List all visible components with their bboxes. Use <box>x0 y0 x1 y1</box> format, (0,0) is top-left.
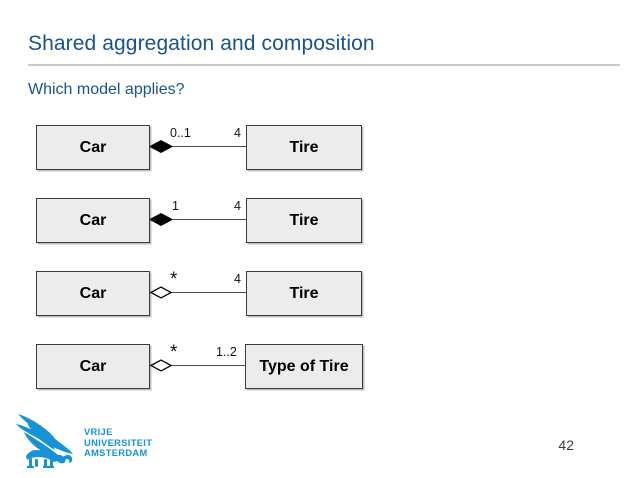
association-line <box>150 365 245 367</box>
vu-logo: VRIJE UNIVERSITEIT AMSTERDAM <box>14 410 164 472</box>
association-line <box>150 292 246 294</box>
title-divider <box>28 64 620 66</box>
class-name: Type of Tire <box>259 357 349 375</box>
source-multiplicity: * <box>170 269 178 290</box>
vu-logo-text: VRIJE UNIVERSITEIT AMSTERDAM <box>84 427 152 459</box>
uml-relationship-row: Car 0..1 4 Tire <box>0 125 638 185</box>
class-box-car[interactable]: Car <box>36 125 150 170</box>
association-line <box>150 219 246 221</box>
source-multiplicity: * <box>170 342 178 363</box>
class-name: Tire <box>289 138 319 156</box>
target-multiplicity: 1..2 <box>216 345 237 359</box>
vu-logo-line-2: UNIVERSITEIT <box>84 437 153 448</box>
vu-griffin-icon <box>14 410 76 470</box>
class-box-type-of-tire[interactable]: Type of Tire <box>245 344 363 389</box>
source-multiplicity: 0..1 <box>170 126 191 140</box>
class-box-tire[interactable]: Tire <box>246 271 362 316</box>
class-name: Tire <box>289 284 319 302</box>
page-number: 42 <box>558 437 574 453</box>
vu-logo-line-3: AMSTERDAM <box>84 448 148 459</box>
class-name: Car <box>79 211 107 229</box>
filled-diamond-icon <box>150 213 172 226</box>
class-box-tire[interactable]: Tire <box>246 198 362 243</box>
uml-relationship-row: Car * 4 Tire <box>0 269 638 331</box>
vu-logo-line-1: VRIJE <box>84 427 113 437</box>
class-name: Car <box>79 357 107 375</box>
class-name: Car <box>79 284 107 302</box>
association-line <box>150 146 246 148</box>
hollow-diamond-icon <box>150 359 172 372</box>
target-multiplicity: 4 <box>234 199 241 213</box>
page-title: Shared aggregation and composition <box>28 32 375 55</box>
filled-diamond-icon <box>150 140 172 153</box>
class-box-car[interactable]: Car <box>36 344 150 389</box>
class-box-car[interactable]: Car <box>36 271 150 316</box>
target-multiplicity: 4 <box>234 272 241 286</box>
uml-relationship-row: Car * 1..2 Type of Tire <box>0 342 638 404</box>
class-box-tire[interactable]: Tire <box>246 125 362 170</box>
page-subtitle: Which model applies? <box>28 81 185 98</box>
class-name: Tire <box>289 211 319 229</box>
uml-relationship-row: Car 1 4 Tire <box>0 198 638 258</box>
class-box-car[interactable]: Car <box>36 198 150 243</box>
target-multiplicity: 4 <box>234 126 241 140</box>
hollow-diamond-icon <box>150 286 172 299</box>
source-multiplicity: 1 <box>172 199 179 213</box>
class-name: Car <box>79 138 107 156</box>
